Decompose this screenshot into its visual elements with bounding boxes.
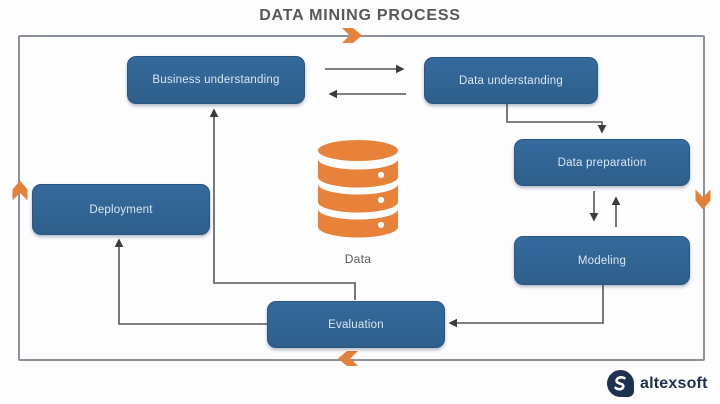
node-business-understanding: Business understanding (127, 56, 305, 104)
database-icon (318, 140, 398, 238)
node-data-understanding: Data understanding (424, 57, 598, 104)
brand-logo: altexsoft (607, 370, 708, 397)
cycle-chevron-right-icon (342, 28, 362, 43)
diagram-title: DATA MINING PROCESS (259, 7, 461, 24)
node-modeling: Modeling (514, 236, 690, 285)
node-evaluation: Evaluation (267, 301, 445, 348)
altexsoft-logo-icon (607, 370, 634, 397)
node-deployment: Deployment (32, 184, 210, 235)
data-store-label: Data (344, 252, 372, 266)
brand-name: altexsoft (640, 374, 708, 392)
node-data-preparation: Data preparation (514, 139, 690, 186)
data-store: Data (318, 140, 398, 266)
